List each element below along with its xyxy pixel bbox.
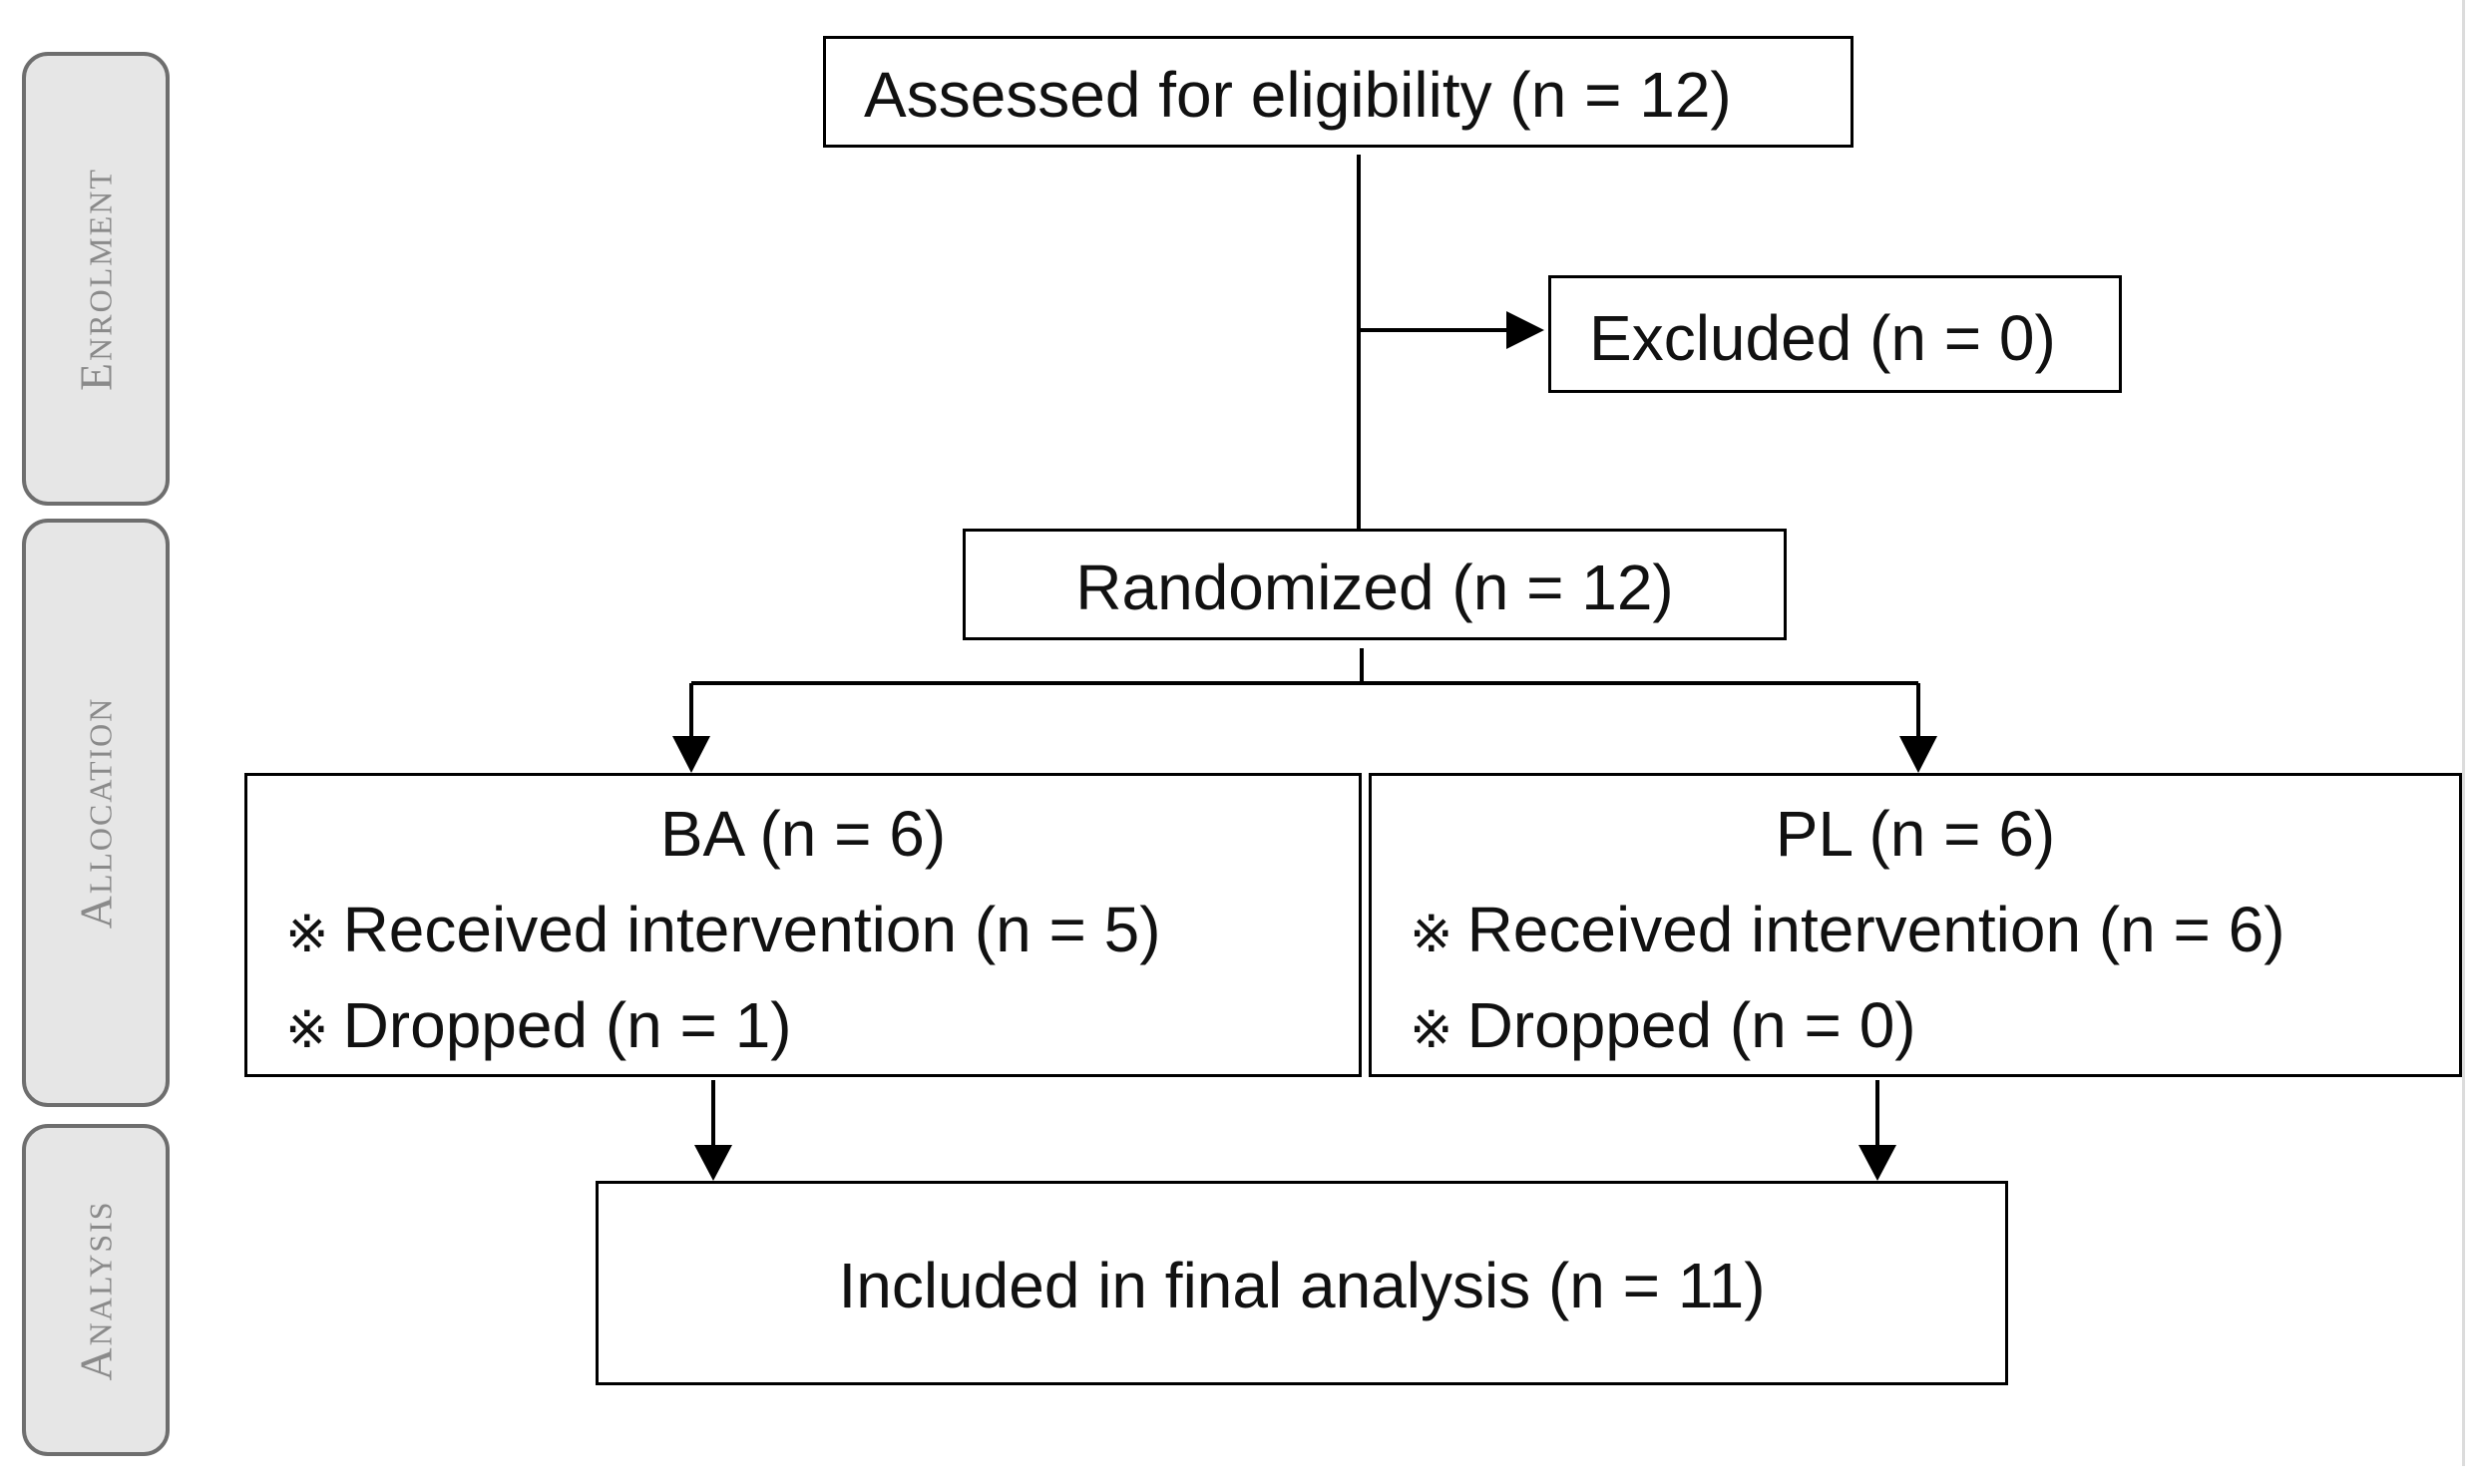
group-title-ba: BA (n = 6) bbox=[659, 798, 947, 870]
final-analysis-text: Included in final analysis (n = 11) bbox=[838, 1250, 1766, 1321]
arrow-to-pl bbox=[1899, 736, 1937, 773]
randomized-text: Randomized (n = 12) bbox=[1075, 552, 1674, 623]
excluded-box: Excluded (n = 0) bbox=[1548, 275, 2122, 393]
received-line-ba: ※Received intervention (n = 5) bbox=[285, 898, 1161, 961]
assessed-text: Assessed for eligibility (n = 12) bbox=[864, 59, 1732, 131]
assessed-box: Assessed for eligibility (n = 12) bbox=[823, 36, 1854, 148]
group-box-ba: BA (n = 6) ※Received intervention (n = 5… bbox=[244, 773, 1362, 1077]
arrow-ba-to-analysis bbox=[694, 1145, 732, 1181]
phase-tab-enrolment: Enrolment bbox=[22, 52, 170, 506]
dropped-line-ba: ※Dropped (n = 1) bbox=[285, 993, 792, 1057]
phase-tab-analysis: Analysis bbox=[22, 1124, 170, 1456]
arrow-to-excluded bbox=[1506, 311, 1544, 349]
excluded-text: Excluded (n = 0) bbox=[1589, 302, 2056, 374]
group-title-pl: PL (n = 6) bbox=[1775, 798, 2056, 870]
arrow-to-ba bbox=[672, 736, 710, 773]
dropped-text-pl: Dropped (n = 0) bbox=[1466, 989, 1916, 1061]
final-analysis-box: Included in final analysis (n = 11) bbox=[596, 1181, 2008, 1385]
reference-mark-icon: ※ bbox=[1410, 906, 1453, 963]
received-text-ba: Received intervention (n = 5) bbox=[342, 894, 1161, 965]
phase-tab-allocation: Allocation bbox=[22, 519, 170, 1107]
reference-mark-icon: ※ bbox=[285, 906, 329, 963]
page-edge-rule bbox=[2462, 0, 2465, 1466]
reference-mark-icon: ※ bbox=[1410, 1001, 1453, 1059]
group-box-pl: PL (n = 6) ※Received intervention (n = 6… bbox=[1369, 773, 2462, 1077]
dropped-text-ba: Dropped (n = 1) bbox=[342, 989, 792, 1061]
dropped-line-pl: ※Dropped (n = 0) bbox=[1410, 993, 1916, 1057]
received-line-pl: ※Received intervention (n = 6) bbox=[1410, 898, 2285, 961]
reference-mark-icon: ※ bbox=[285, 1001, 329, 1059]
arrow-pl-to-analysis bbox=[1858, 1145, 1896, 1181]
received-text-pl: Received intervention (n = 6) bbox=[1466, 894, 2285, 965]
randomized-box: Randomized (n = 12) bbox=[963, 529, 1787, 640]
